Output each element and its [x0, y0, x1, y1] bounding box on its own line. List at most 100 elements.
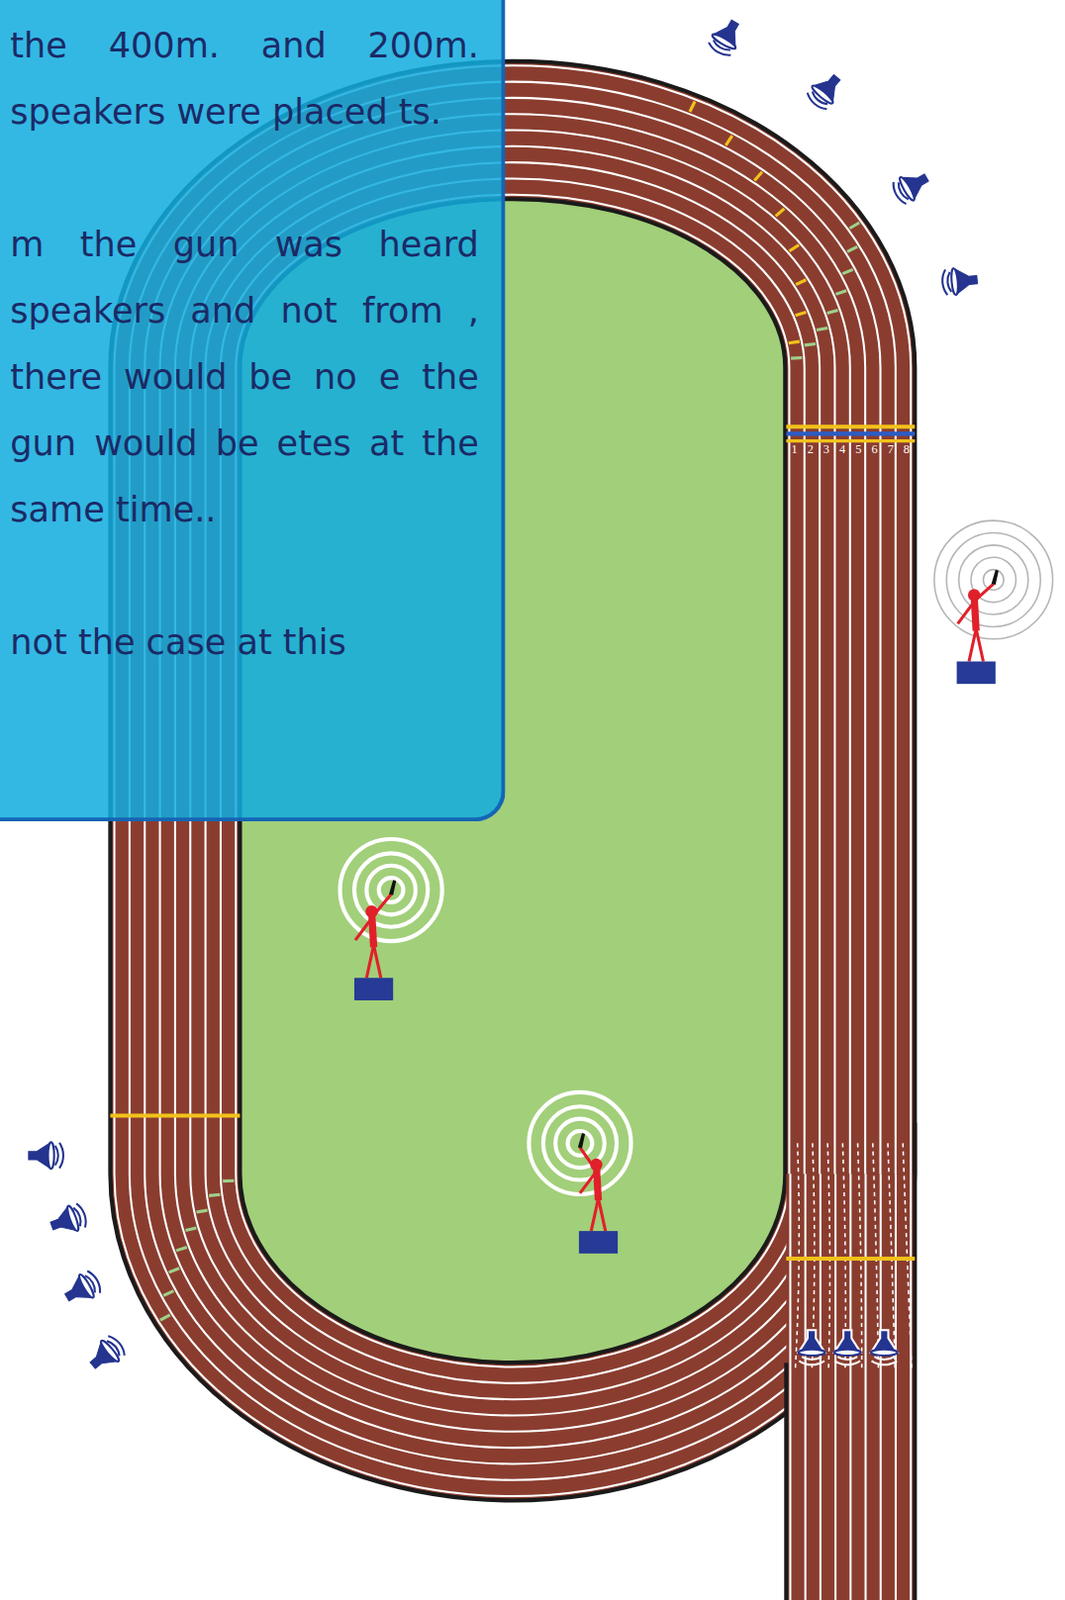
stagger-tick [847, 246, 858, 252]
speaker-icon [871, 1330, 898, 1365]
stagger-tick [795, 312, 807, 316]
sound-ring [934, 520, 1054, 640]
sound-wave [76, 1202, 89, 1228]
lane-number: 2 [804, 442, 817, 457]
stagger-tick [222, 1179, 234, 1184]
stagger-line [795, 1143, 800, 1368]
lane-line [894, 1173, 897, 1600]
starter-stand [354, 977, 393, 1001]
speaker-icon [798, 1330, 826, 1365]
stagger-tick [788, 341, 800, 344]
sound-wave [810, 91, 828, 106]
text-panel: the 400m. and 200m. speakers were placed… [0, 0, 506, 822]
sound-wave [106, 1339, 122, 1356]
stagger-tick [804, 343, 816, 345]
stagger-tick [835, 290, 847, 295]
lane-number: 1 [787, 442, 800, 457]
sound-wave [837, 1356, 858, 1360]
sound-wave [107, 1334, 128, 1356]
starter-leg [374, 945, 382, 978]
sound-ring [946, 532, 1041, 627]
sound-wave [798, 1360, 825, 1365]
lane-line [865, 1173, 868, 1600]
speaker-icon [889, 166, 934, 207]
sound-wave [889, 182, 906, 206]
stagger-tick [790, 356, 802, 361]
panel-text: m the gun was heard speakers and not fro… [9, 211, 480, 544]
stagger-line [902, 1143, 912, 1368]
pistol [578, 1133, 585, 1149]
sound-ring [543, 1106, 617, 1180]
sound-wave [59, 1143, 64, 1169]
speaker-mouth [871, 1350, 898, 1356]
starter-arm [973, 583, 994, 602]
stagger-tick [775, 208, 785, 217]
stagger-line [858, 1143, 863, 1368]
start-line [785, 1257, 915, 1261]
speaker-mouth [47, 1142, 54, 1169]
stagger-tick [827, 309, 839, 313]
sound-wave [804, 93, 827, 113]
sound-wave [871, 1360, 898, 1365]
straight-extension [785, 1123, 915, 1600]
speaker-icon [28, 1142, 64, 1169]
speaker-icon [804, 69, 848, 113]
stagger-tick [842, 269, 853, 274]
starter-leg [968, 628, 976, 662]
stagger-tick [816, 327, 828, 330]
stagger-tick [725, 135, 732, 146]
stagger-tick [849, 222, 860, 229]
sound-ring [528, 1092, 631, 1195]
starter-arm [580, 1148, 597, 1172]
pistol [388, 879, 396, 895]
lane-number: 6 [868, 442, 880, 457]
sound-ring [982, 570, 1004, 591]
lane-number: 3 [820, 442, 833, 457]
speaker-mouth [834, 1350, 862, 1356]
panel-text: not the case at this [9, 609, 480, 677]
speaker-icon [941, 266, 978, 296]
sound-wave [941, 270, 948, 296]
starter-leg [590, 1198, 598, 1232]
speaker-icon [706, 15, 748, 60]
lane-line [849, 1173, 852, 1600]
speaker-mouth [65, 1205, 81, 1233]
sound-wave [801, 1356, 822, 1360]
starter-figure [528, 1092, 631, 1255]
panel-text: the 400m. and 200m. speakers were placed… [9, 11, 480, 145]
sound-wave [873, 1356, 894, 1360]
sound-ring [354, 853, 428, 927]
sound-ring [959, 545, 1029, 615]
track-edge [783, 1362, 788, 1600]
stagger-line [872, 1143, 879, 1368]
stagger-line [827, 1143, 830, 1368]
sound-wave [87, 1269, 103, 1294]
speaker-icon [84, 1333, 128, 1376]
start-line [109, 1113, 240, 1118]
straight-surface [785, 1173, 915, 1600]
track-edge [912, 1123, 917, 1600]
speaker-mouth [798, 1350, 826, 1356]
sound-wave [706, 42, 731, 59]
lane-number: 5 [852, 442, 865, 457]
starter-arm [580, 1172, 595, 1194]
starter-arm [372, 894, 392, 919]
pistol [991, 570, 999, 585]
lane-number: 4 [836, 442, 849, 457]
sound-wave [947, 272, 953, 292]
stagger-tick [176, 1248, 188, 1252]
stagger-tick [160, 1315, 171, 1321]
starter-leg [975, 628, 983, 662]
finish-line [785, 431, 915, 436]
speaker-icon [47, 1201, 90, 1239]
lane-line [804, 1173, 807, 1600]
stagger-tick [754, 172, 763, 182]
speaker-icon [60, 1268, 104, 1310]
sound-wave [834, 1360, 861, 1365]
starter-stand [579, 1231, 618, 1255]
lane-number: 8 [900, 442, 913, 457]
sound-ring [568, 1131, 593, 1157]
sound-ring [379, 877, 404, 903]
starter-figure [934, 520, 1054, 684]
